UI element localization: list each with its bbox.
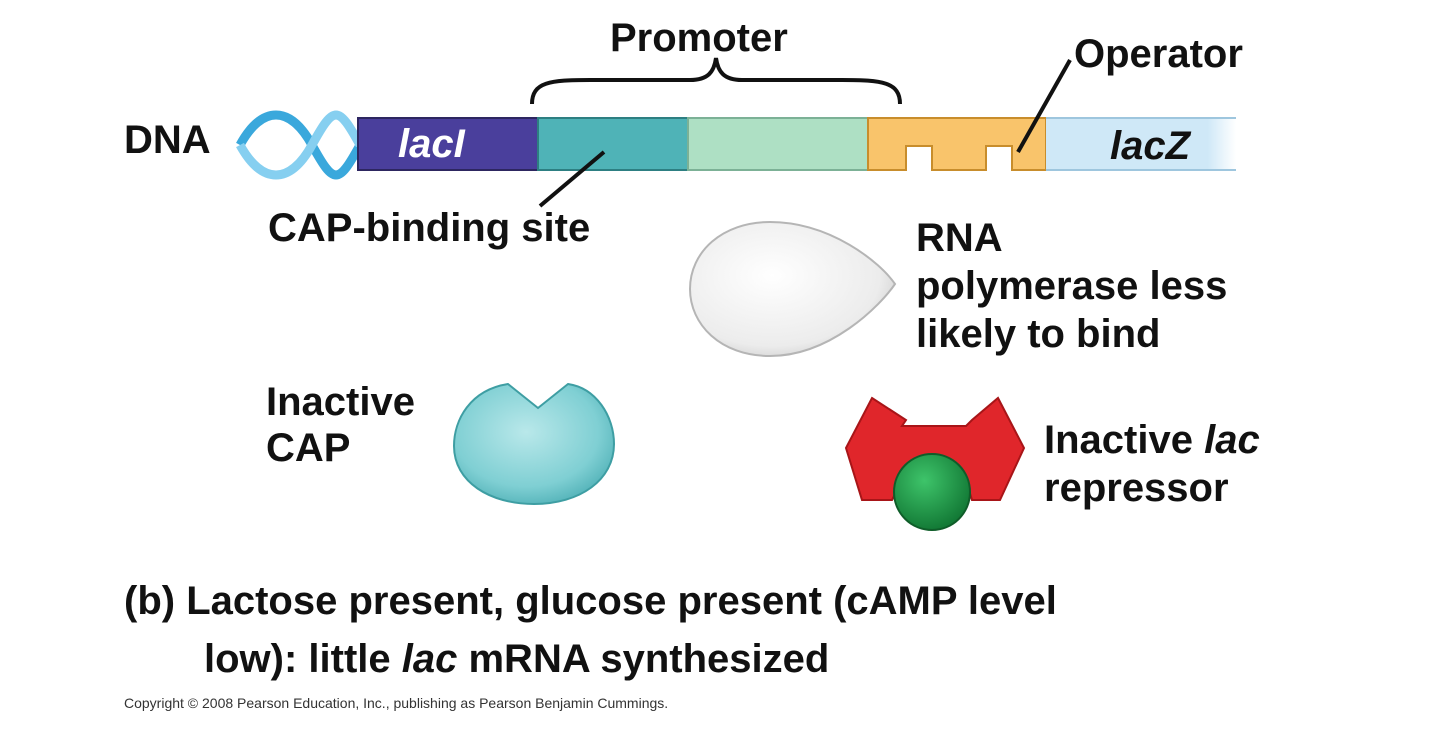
caption-text-a: low): little bbox=[204, 637, 402, 681]
promoter-brace bbox=[530, 57, 902, 105]
lac-repressor-icon bbox=[844, 396, 1026, 501]
dna-helix-icon bbox=[236, 110, 364, 180]
caption-text-lac: lac bbox=[401, 637, 458, 681]
inducer-molecule-icon bbox=[893, 453, 971, 531]
repressor-label-line1: Inactive lac bbox=[1044, 416, 1260, 464]
inactive-cap-icon bbox=[452, 382, 616, 506]
rna-polymerase-label-line2: polymerase less bbox=[916, 264, 1228, 308]
repressor-label-inactive: Inactive bbox=[1044, 418, 1205, 462]
laci-label: lacI bbox=[398, 122, 465, 166]
dna-label: DNA bbox=[124, 118, 211, 162]
repressor-label-lac: lac bbox=[1204, 418, 1260, 462]
rna-polymerase-label-line1: RNA bbox=[916, 216, 1003, 260]
promoter-segment bbox=[687, 117, 869, 171]
operator-label: Operator bbox=[1074, 32, 1243, 76]
operator-pointer-line bbox=[1016, 59, 1072, 153]
operator-segment bbox=[867, 117, 1047, 171]
rna-polymerase-label-line3: likely to bind bbox=[916, 312, 1161, 356]
figure-caption-line1: (b) Lactose present, glucose present (cA… bbox=[124, 579, 1057, 623]
lacz-label: lacZ bbox=[1110, 124, 1191, 168]
figure-caption-line2: low): little lac mRNA synthesized bbox=[204, 634, 829, 684]
repressor-label-line2: repressor bbox=[1044, 466, 1229, 510]
cap-binding-site-label: CAP-binding site bbox=[268, 206, 591, 250]
promoter-label: Promoter bbox=[610, 16, 788, 60]
cap-site-pointer-line bbox=[538, 150, 606, 208]
copyright-notice: Copyright © 2008 Pearson Education, Inc.… bbox=[124, 695, 669, 711]
inactive-cap-label-line1: Inactive bbox=[266, 380, 415, 424]
lacz-segment bbox=[1046, 118, 1236, 170]
inactive-cap-label-line2: CAP bbox=[266, 426, 351, 470]
rna-polymerase-icon bbox=[688, 220, 897, 358]
caption-text-c: mRNA synthesized bbox=[457, 637, 830, 681]
cap-binding-site-segment bbox=[537, 117, 689, 171]
